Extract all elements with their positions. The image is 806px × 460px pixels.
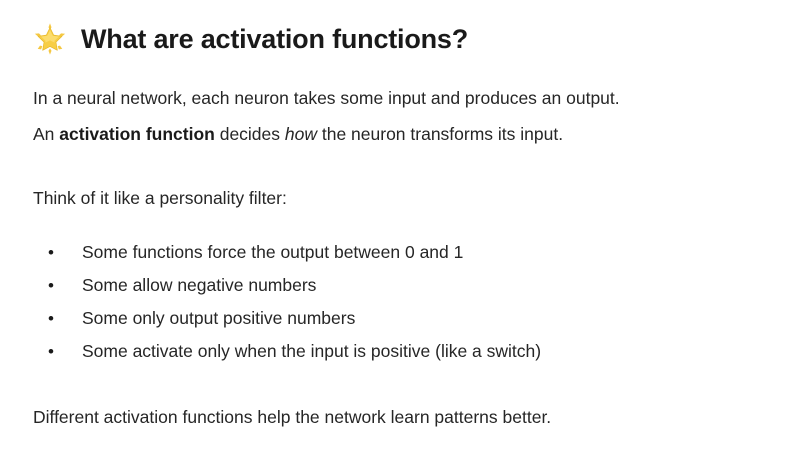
bullet-marker-icon: • (48, 309, 54, 328)
list-item-label: Some functions force the output between … (82, 242, 464, 262)
definition-prefix: An (33, 124, 60, 144)
definition-suffix: the neuron transforms its input. (317, 124, 564, 144)
definition-middle: decides (214, 124, 285, 144)
lead-in-paragraph: Think of it like a personality filter: (33, 188, 287, 208)
page-heading: What are activation functions? (33, 22, 468, 56)
definition-paragraph: An activation function decides how the n… (33, 121, 563, 147)
closing-paragraph: Different activation functions help the … (33, 407, 552, 427)
list-item: • Some activate only when the input is p… (33, 335, 773, 368)
list-item: • Some functions force the output betwee… (33, 236, 773, 269)
page-title: What are activation functions? (81, 24, 469, 54)
list-item: • Some allow negative numbers (33, 269, 773, 302)
definition-italic-word: how (284, 124, 317, 144)
glowing-star-icon (34, 23, 66, 55)
bullet-marker-icon: • (48, 276, 54, 295)
definition-bold-term: activation function (59, 124, 215, 144)
bullet-marker-icon: • (48, 342, 54, 361)
feature-bullet-list: • Some functions force the output betwee… (33, 236, 773, 368)
list-item-label: Some only output positive numbers (82, 308, 356, 328)
list-item: • Some only output positive numbers (33, 302, 773, 335)
list-item-label: Some activate only when the input is pos… (82, 341, 542, 361)
intro-paragraph: In a neural network, each neuron takes s… (33, 88, 620, 108)
bullet-marker-icon: • (48, 243, 54, 262)
list-item-label: Some allow negative numbers (82, 275, 317, 295)
